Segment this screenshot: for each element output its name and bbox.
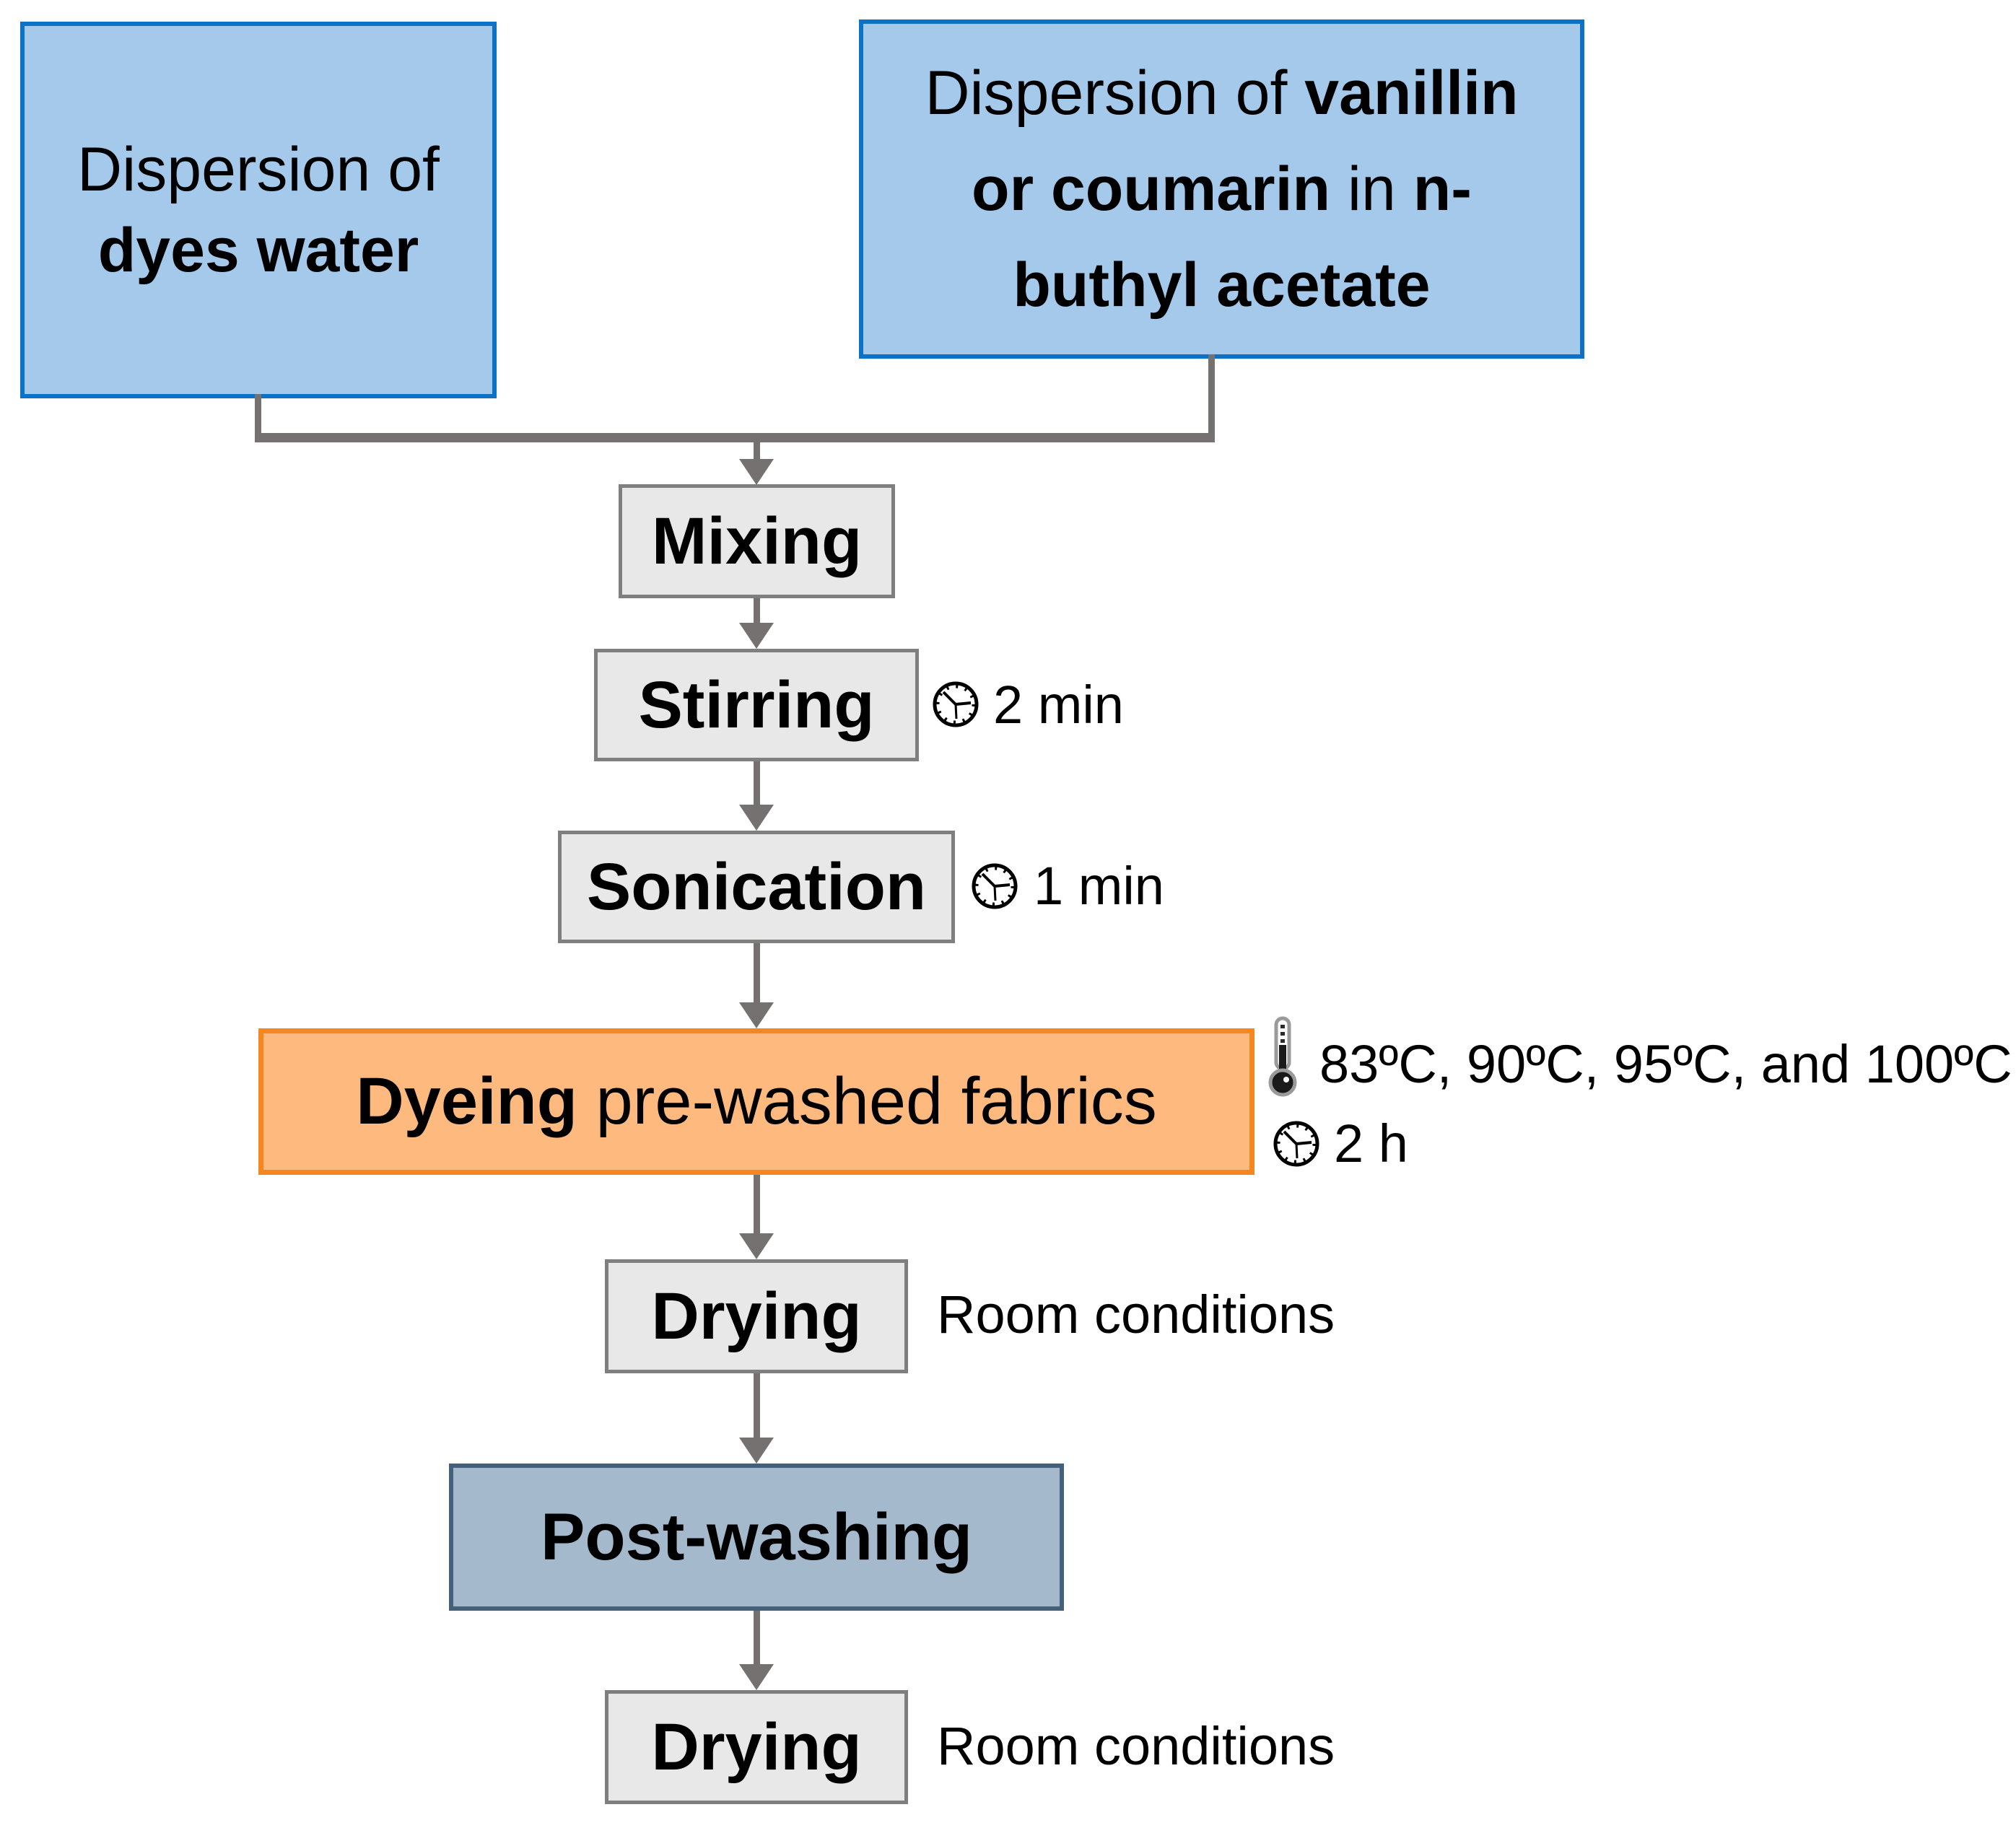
thermometer-icon [1268,1016,1297,1097]
drying1-label: Drying [651,1279,862,1353]
clock-icon [972,863,1018,909]
mixing-box: Mixing [619,484,895,598]
drying2-condition: Room conditions [937,1716,1335,1776]
arrow-to-mixing-head [739,459,774,485]
dyeing-label-bold: Dyeing [356,1064,577,1138]
arrow-to-sonication-stem [754,761,760,806]
clock-icon [1273,1121,1319,1167]
arrow-to-postwashing-head [739,1438,774,1464]
source-water-line2: dyes water [97,216,419,285]
drying2-label: Drying [651,1710,862,1784]
dyeing-label: Dyeing pre-washed fabrics [356,1064,1157,1139]
drying-box-1: Drying [605,1259,908,1373]
post-washing-box: Post-washing [449,1464,1064,1611]
arrow-to-drying2-head [739,1664,774,1690]
dyeing-box: Dyeing pre-washed fabrics [258,1028,1254,1175]
source-dye-line1-regular: Dispersion of [925,58,1305,128]
dyeing-temperatures: 83ºC, 90ºC, 95ºC, and 100ºC [1319,1034,2012,1094]
arrow-to-stirring-head [739,623,774,649]
mixing-label: Mixing [651,504,863,578]
source-dye-line2-bold2: n- [1413,154,1472,224]
clock-icon [933,681,979,727]
arrow-to-sonication-head [739,805,774,831]
source-dye-line2-regular: in [1330,154,1413,224]
arrow-to-drying2-stem [754,1611,760,1666]
source-water-line1: Dispersion of [77,135,440,204]
stirring-label: Stirring [638,668,875,742]
arrow-to-dyeing-head [739,1002,774,1028]
arrow-to-mixing-stem [754,436,760,462]
source-box-dyes-water: Dispersion of dyes water [20,22,497,398]
drying1-condition: Room conditions [937,1285,1335,1344]
source-dye-line3: buthyl acetate [1013,250,1431,320]
drying-box-2: Drying [605,1690,908,1804]
source-dye-line1-bold: vanillin [1304,58,1519,128]
stirring-duration: 2 min [993,675,1124,735]
sonication-label: Sonication [586,849,927,924]
source-box-vanillin-coumarin: Dispersion of vanillin or coumarin in n-… [859,19,1584,359]
arrow-to-drying1-stem [754,1175,760,1235]
dyeing-duration: 2 h [1334,1114,1408,1173]
source-dye-line2: or coumarin in n- [972,141,1472,237]
connector-left-vertical [255,394,261,442]
arrow-to-drying1-head [739,1233,774,1259]
post-washing-label: Post-washing [540,1500,973,1574]
arrow-to-postwashing-stem [754,1373,760,1439]
stirring-box: Stirring [594,649,919,761]
connector-horizontal [255,433,1215,442]
sonication-box: Sonication [558,831,955,943]
source-dye-line1: Dispersion of vanillin [925,45,1518,141]
source-dye-line2-bold1: or coumarin [972,154,1331,224]
arrow-to-stirring-stem [754,598,760,624]
arrow-to-dyeing-stem [754,943,760,1004]
sonication-duration: 1 min [1034,856,1164,916]
connector-right-vertical [1208,354,1215,442]
dyeing-label-regular: pre-washed fabrics [577,1064,1157,1138]
